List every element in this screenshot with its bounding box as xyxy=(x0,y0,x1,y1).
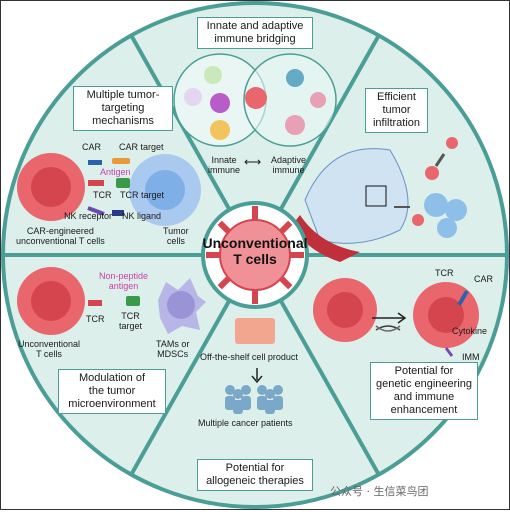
innate-cell-icon xyxy=(204,66,222,84)
modulation-illustration xyxy=(17,267,206,335)
multiple-title: Multiple tumor- targeting mechanisms xyxy=(73,86,173,131)
adaptive-cell-icon xyxy=(310,92,326,108)
innate-cell-icon xyxy=(210,93,230,113)
non-peptide-antigen-label: Non-peptide antigen xyxy=(99,271,149,291)
innate-immune-label: Innate immune xyxy=(208,155,241,175)
antigen-label: Antigen xyxy=(100,167,131,177)
allogeneic-title: Potential for allogeneic therapies xyxy=(197,459,313,491)
adaptive-cell-icon xyxy=(285,115,305,135)
multiple-tcr-label: TCR xyxy=(93,190,112,200)
car-target-label: CAR target xyxy=(119,142,164,152)
genetic-car-label: CAR xyxy=(474,274,494,284)
multiple-tcr-target-label: TCR target xyxy=(120,190,165,200)
modulation-title: Modulation of the tumor microenvironment xyxy=(58,369,166,414)
nk-receptor-label: NK receptor xyxy=(64,211,113,221)
adaptive-immune-label: Adaptive immune xyxy=(271,155,307,175)
infiltration-title: Efficient tumor infiltration xyxy=(365,88,428,133)
imm-label: IMM xyxy=(462,352,480,362)
cytokine-label: Cytokine xyxy=(452,326,488,336)
nk-ligand-label: NK ligand xyxy=(122,211,162,221)
infiltration-illustration xyxy=(292,137,467,262)
adaptive-cell-icon xyxy=(286,69,304,87)
tumor-cells-label: Tumor cells xyxy=(163,226,189,246)
innate-cell-icon xyxy=(210,120,230,140)
venn-diagram xyxy=(173,53,337,147)
car-label: CAR xyxy=(82,142,102,152)
tams-label: TAMs or MDSCs xyxy=(156,339,190,359)
genetic-title: Potential for genetic engineering and im… xyxy=(370,362,478,420)
bridge-arrow-icon: ⟷ xyxy=(244,155,262,169)
unconventional-t-cells-label: Unconventional T cells xyxy=(18,339,81,359)
receptor-icons xyxy=(206,206,304,304)
multiple-illustration xyxy=(17,153,201,226)
center-t-cell-icon xyxy=(245,87,267,109)
innate-title: Innate and adaptive immune bridging xyxy=(197,17,313,49)
genetic-tcr-label: TCR xyxy=(435,268,454,278)
patients-label: Multiple cancer patients xyxy=(198,418,293,428)
watermark: 公众号 · 生信菜鸟团 xyxy=(330,485,429,498)
product-label: Off-the-shelf cell product xyxy=(200,352,298,362)
center-title: Unconventional T cells xyxy=(202,235,308,267)
innate-cell-icon xyxy=(184,88,202,106)
modulation-tcr-target-label: TCR target xyxy=(119,311,143,331)
genetic-illustration xyxy=(313,278,479,357)
modulation-tcr-label: TCR xyxy=(86,314,105,324)
car-engineered-label: CAR-engineered unconventional T cells xyxy=(16,226,105,246)
allogeneic-illustration xyxy=(225,318,283,414)
